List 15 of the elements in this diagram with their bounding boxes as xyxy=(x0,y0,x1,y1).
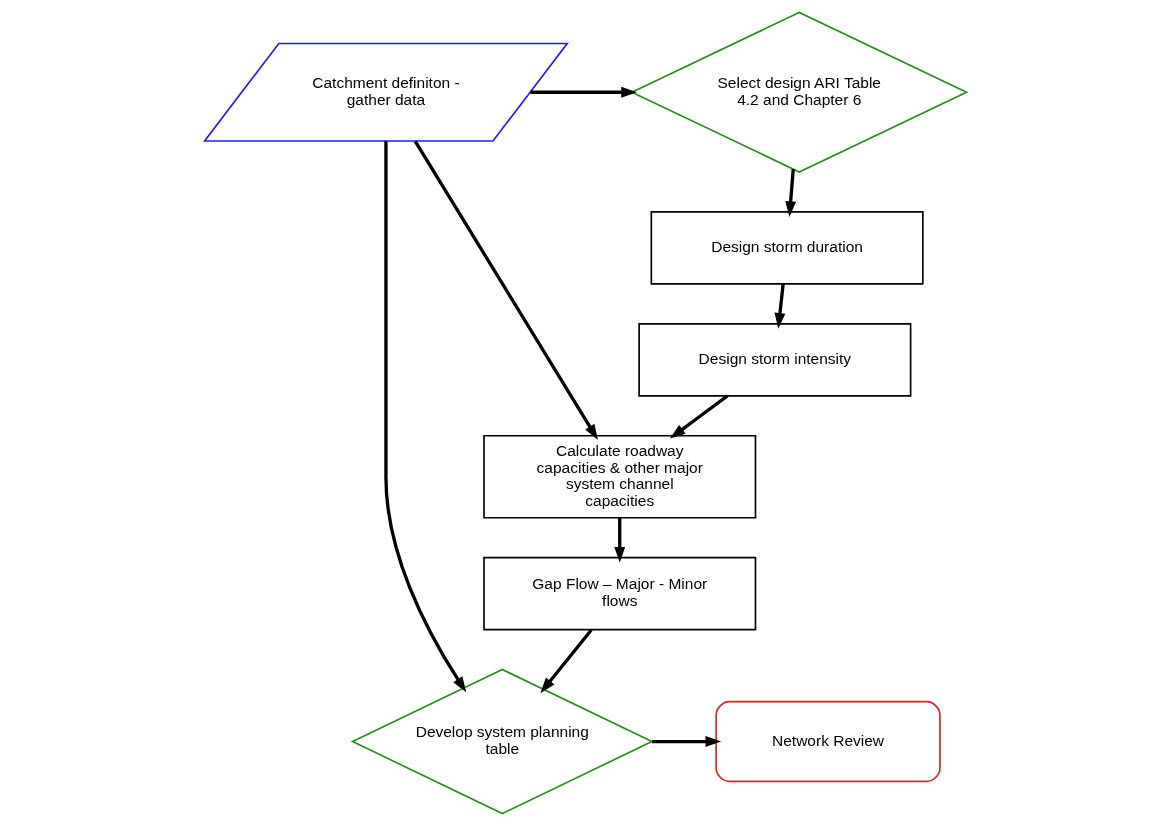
node-box: Design storm intensity xyxy=(637,322,911,397)
arrow xyxy=(784,169,796,217)
arrow xyxy=(529,86,637,98)
arrow xyxy=(539,628,593,694)
arrow xyxy=(669,394,728,439)
arrow xyxy=(651,736,721,747)
node-box: Gap Flow – Major - Minor flows xyxy=(482,556,756,631)
node-box: Design storm duration xyxy=(650,211,924,285)
node-box: Network Review xyxy=(714,700,941,783)
arrow xyxy=(613,517,625,563)
arrow xyxy=(383,141,466,693)
arrow xyxy=(413,140,598,440)
node-box: Calculate roadway capacities & other major system channel capacities xyxy=(482,434,756,519)
node-diamond: Develop system planning table xyxy=(350,668,654,815)
arrow xyxy=(774,283,785,329)
